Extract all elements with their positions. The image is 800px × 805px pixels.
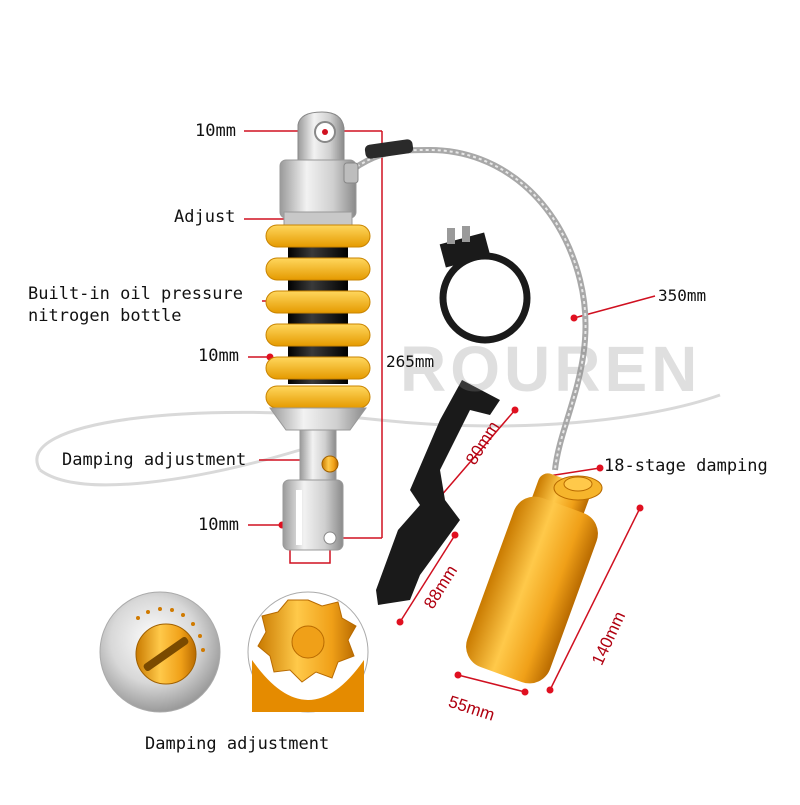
length-label: 265mm [386,352,435,371]
adjust-label: Adjust [174,207,236,227]
remote-reservoir [466,473,603,684]
top-mount-label: 10mm [195,121,236,141]
inset-caption: Damping adjustment [145,734,330,754]
oil-bottle-label-line2: nitrogen bottle [28,306,182,326]
stage-damping-label: 18-stage damping [604,456,768,476]
bracket [376,380,500,605]
oil-bottle-label-line1: Built-in oil pressure [28,284,243,304]
inset-closeup-left [99,591,221,713]
bottom-mount-label: 10mm [198,515,239,535]
brand-watermark: ROUREN [400,333,702,405]
shock-absorber [265,111,371,551]
mounting-clamp [439,226,531,344]
spring-label: 10mm [198,346,239,366]
swoosh-watermark [35,393,721,487]
damping-adjust-label: Damping adjustment [62,450,247,470]
inset-closeup-right [247,591,369,713]
hose-length-label: 350mm [658,286,707,305]
